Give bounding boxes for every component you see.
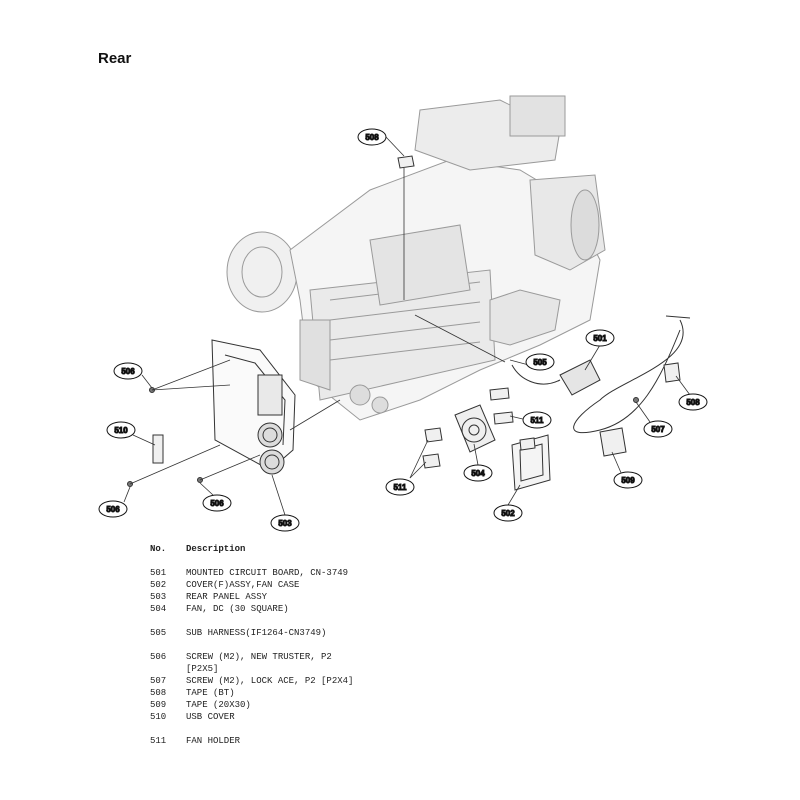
svg-text:506: 506 [106, 505, 120, 514]
usb-cover-drawing [152, 434, 164, 464]
svg-text:511: 511 [531, 416, 544, 425]
parts-row: 504 FAN, DC (30 SQUARE) [150, 603, 406, 615]
part-description: FAN HOLDER [186, 736, 241, 746]
part-number: 511 [150, 736, 167, 746]
parts-row: 508 TAPE (BT) [150, 687, 406, 699]
parts-row: [P2X5] [150, 663, 406, 675]
column-header-description: Description [186, 544, 246, 554]
part-number: 504 [150, 604, 167, 614]
callout-505: 505 [525, 353, 555, 371]
parts-row: 509 TAPE (20X30) [150, 699, 406, 711]
parts-row: 511 FAN HOLDER [150, 735, 406, 747]
callout-503: 503 [270, 514, 300, 532]
svg-text:504: 504 [471, 469, 485, 478]
part-description: SUB HARNESS(IF1264-CN3749) [186, 628, 327, 638]
svg-text:511: 511 [394, 483, 407, 492]
part-description: TAPE (BT) [186, 688, 235, 698]
part-description: FAN, DC (30 SQUARE) [186, 604, 289, 614]
callout-504: 504 [463, 464, 493, 482]
screw-icon [633, 397, 639, 403]
page-title: Rear [98, 50, 132, 67]
callout-511: 511 [522, 411, 552, 429]
exploded-view-diagram: 508 501 505 506 510 506 506 503 [98, 95, 708, 532]
camera-body-drawing [226, 95, 606, 421]
parts-row: 505 SUB HARNESS(IF1264-CN3749) [150, 627, 406, 639]
fan-drawing [454, 404, 496, 453]
part-number: 501 [150, 568, 167, 578]
part-description: USB COVER [186, 712, 235, 722]
part-number: 502 [150, 580, 167, 590]
part-number: 503 [150, 592, 167, 602]
svg-text:507: 507 [651, 425, 665, 434]
part-description: COVER(F)ASSY,FAN CASE [186, 580, 300, 590]
svg-text:502: 502 [501, 509, 515, 518]
svg-text:508: 508 [365, 133, 379, 142]
parts-list: No. Description 501 MOUNTED CIRCUIT BOARD… [150, 543, 406, 747]
parts-row: 501 MOUNTED CIRCUIT BOARD, CN-3749 [150, 567, 406, 579]
fan-holder-drawing [424, 427, 443, 443]
svg-text:501: 501 [593, 334, 607, 343]
part-number: 510 [150, 712, 167, 722]
part-number [150, 663, 186, 675]
callout-508: 508 [678, 393, 708, 411]
tape-drawing [599, 427, 627, 457]
svg-text:509: 509 [621, 476, 635, 485]
callout-510: 510 [106, 421, 136, 439]
part-number: 506 [150, 652, 167, 662]
callout-511: 511 [385, 478, 415, 496]
callout-508: 508 [357, 128, 387, 146]
column-header-no: No. [150, 544, 167, 554]
callout-502: 502 [493, 504, 523, 522]
callout-506: 506 [98, 500, 128, 518]
callout-509: 509 [613, 471, 643, 489]
svg-text:510: 510 [114, 426, 128, 435]
part-number: 508 [150, 688, 167, 698]
part-description: [P2X5] [186, 664, 219, 674]
parts-row: 502 COVER(F)ASSY,FAN CASE [150, 579, 406, 591]
svg-text:506: 506 [210, 499, 224, 508]
part-number: 507 [150, 676, 167, 686]
svg-text:506: 506 [121, 367, 135, 376]
callout-507: 507 [643, 420, 673, 438]
circuit-board-drawing [511, 315, 691, 434]
part-description: TAPE (20X30) [186, 700, 251, 710]
rear-panel-drawing [211, 339, 296, 475]
part-number: 505 [150, 628, 167, 638]
callout-506: 506 [113, 362, 143, 380]
part-description: SCREW (M2), LOCK ACE, P2 [P2X4] [186, 676, 354, 686]
part-description: SCREW (M2), NEW TRUSTER, P2 [186, 652, 332, 662]
part-description: MOUNTED CIRCUIT BOARD, CN-3749 [186, 568, 349, 578]
parts-row: 503 REAR PANEL ASSY [150, 591, 406, 603]
svg-text:505: 505 [533, 358, 547, 367]
callout-501: 501 [585, 329, 615, 347]
part-description: REAR PANEL ASSY [186, 592, 268, 602]
callout-506: 506 [202, 494, 232, 512]
svg-text:508: 508 [686, 398, 700, 407]
tape-bt-drawing [397, 155, 415, 169]
parts-row: 507 SCREW (M2), LOCK ACE, P2 [P2X4] [150, 675, 406, 687]
svg-text:503: 503 [278, 519, 292, 528]
part-number: 509 [150, 700, 167, 710]
parts-row: 506 SCREW (M2), NEW TRUSTER, P2 [150, 651, 406, 663]
parts-list-header: No. Description [150, 543, 406, 555]
parts-row: 510 USB COVER [150, 711, 406, 723]
